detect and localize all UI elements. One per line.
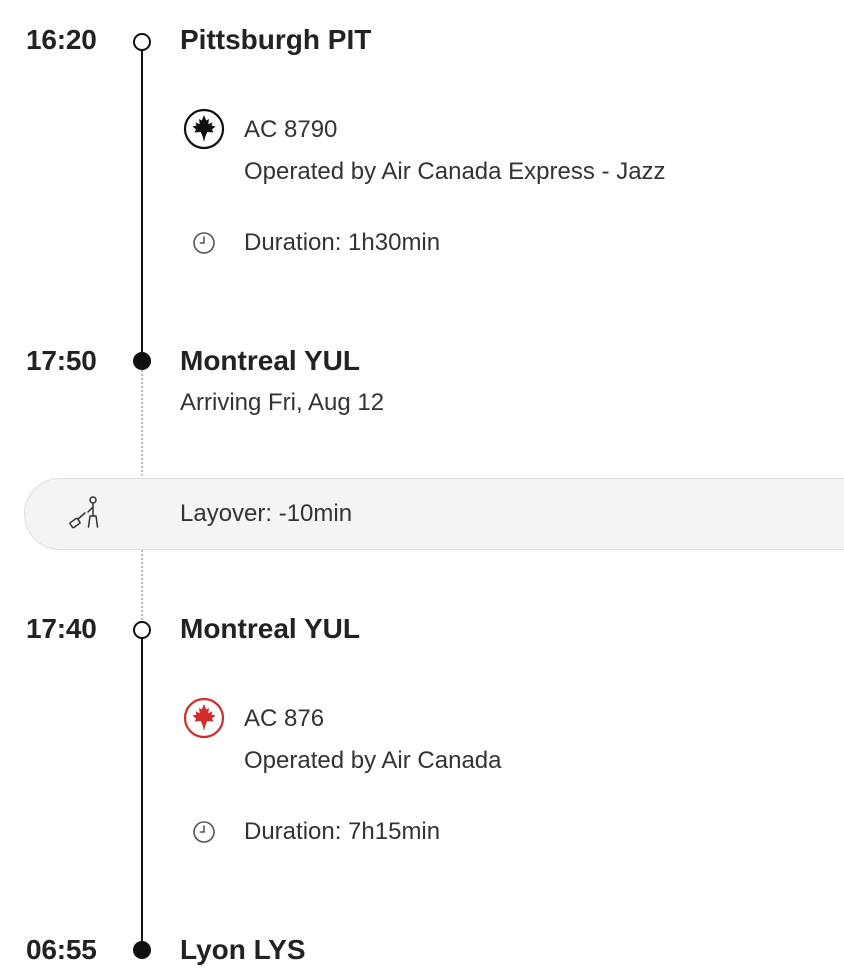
segment-2-duration: Duration: 7h15min <box>244 818 441 845</box>
clock-icon <box>193 821 215 843</box>
segment-1-arrive-place: Montreal YUL <box>180 345 360 376</box>
segment-2-depart-place: Montreal YUL <box>180 613 360 644</box>
departure-node <box>133 621 151 639</box>
segment-2-flight-number: AC 876 <box>244 705 325 732</box>
arrival-node <box>133 941 151 959</box>
air-canada-logo-icon <box>183 697 225 739</box>
segment-2-arrive-place: Lyon LYS <box>180 934 306 965</box>
arrival-node <box>133 352 151 370</box>
timeline-line-segment-1 <box>141 50 143 362</box>
segment-1-depart-time: 16:20 <box>26 24 97 55</box>
segment-2-operator: Operated by Air Canada <box>244 747 502 774</box>
segment-1-flight-number: AC 8790 <box>244 116 338 143</box>
departure-node <box>133 33 151 51</box>
timeline-line-segment-2 <box>141 638 143 950</box>
segment-2-arrive-time: 06:55 <box>26 934 97 965</box>
traveler-with-luggage-icon <box>69 496 99 529</box>
clock-icon <box>193 232 215 254</box>
layover-banner <box>24 478 844 550</box>
layover-duration: Layover: -10min <box>180 500 353 527</box>
segment-1-depart-place: Pittsburgh PIT <box>180 24 372 55</box>
air-canada-logo-icon <box>183 108 225 150</box>
segment-1-duration: Duration: 1h30min <box>244 229 441 256</box>
segment-1-operator: Operated by Air Canada Express - Jazz <box>244 158 666 185</box>
segment-1-arrive-time: 17:50 <box>26 345 97 376</box>
segment-1-arrive-note: Arriving Fri, Aug 12 <box>180 389 385 416</box>
segment-2-depart-time: 17:40 <box>26 613 97 644</box>
